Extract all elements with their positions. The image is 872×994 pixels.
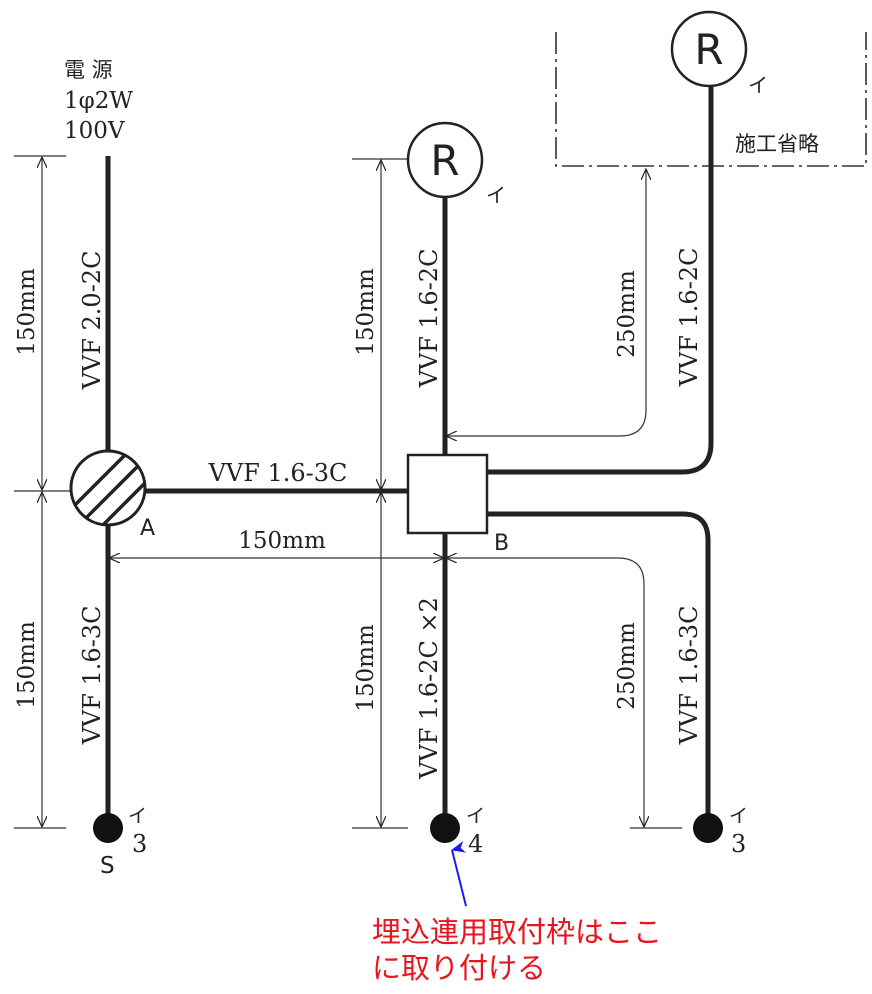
annotation: 埋込連用取付枠はここ に取り付ける [372, 915, 662, 985]
lamp-top-sub: イ [486, 183, 506, 207]
power-source: 電 源 1φ2W 100V [64, 58, 133, 144]
dim-label-A-to-B: 150mm [238, 528, 326, 554]
junction-A: A [69, 449, 155, 541]
dim-label-B-down-right: 250mm [614, 622, 640, 710]
cable-label-B-to-lamp-right: VVF 1.6-2C [675, 248, 703, 388]
lamp-right-sub: イ [748, 73, 768, 97]
power-source-line2: 1φ2W [64, 88, 133, 114]
lamp-right-letter: R [694, 25, 723, 74]
switch-sub: イ [128, 805, 147, 827]
junction-B-label: B [494, 531, 509, 556]
junction-A-label: A [140, 516, 155, 541]
power-source-line3: 100V [64, 118, 125, 144]
dim-label-source-to-A: 150mm [14, 268, 40, 356]
dim-line-B-up-right [447, 170, 646, 436]
lamp-right: R イ [670, 10, 768, 97]
annotation-line2: に取り付ける [372, 951, 546, 985]
cable-label-A-to-switch: VVF 1.6-3C [78, 606, 106, 746]
power-source-line1: 電 源 [64, 58, 113, 82]
outlet-right-num: 3 [731, 830, 746, 858]
dimension-lines [14, 155, 682, 829]
annotation-arrow [451, 841, 467, 907]
wire-B-to-outlet-right [487, 511, 711, 814]
lamp-top: R イ [406, 121, 506, 207]
outlet-right-sub: イ [729, 805, 748, 827]
cable-label-B-to-lamp-top: VVF 1.6-2C [415, 249, 443, 389]
cable-label-A-to-B: VVF 1.6-3C [208, 459, 348, 487]
omitted-label: 施工省略 [735, 132, 819, 156]
switch-num: 3 [132, 830, 147, 858]
switch-letter: S [100, 853, 115, 879]
outlet-mid-num: 4 [468, 830, 483, 858]
junction-B: B [406, 453, 509, 556]
outlet-mid-sub: イ [466, 805, 485, 827]
switch-device: イ 3 S [93, 805, 147, 879]
annotation-line1: 埋込連用取付枠はここ [372, 915, 662, 949]
dim-label-B-down: 150mm [353, 624, 379, 712]
dim-label-B-up: 150mm [353, 268, 379, 356]
outlet-mid-device: イ 4 [430, 805, 485, 858]
cable-label-B-to-outlet3: VVF 1.6-3C [675, 606, 703, 746]
dim-line-B-down-right [447, 558, 644, 826]
dim-label-B-up-right: 250mm [614, 270, 640, 358]
cable-label-B-to-outlet4: VVF 1.6-2C ×2 [415, 597, 443, 780]
outlet-right-device: イ 3 [693, 805, 748, 858]
cable-label-source-to-A: VVF 2.0-2C [78, 251, 106, 391]
lamp-top-letter: R [430, 136, 459, 185]
wire-B-to-lamp-right [487, 85, 714, 475]
dim-label-A-to-switch: 150mm [14, 621, 40, 709]
